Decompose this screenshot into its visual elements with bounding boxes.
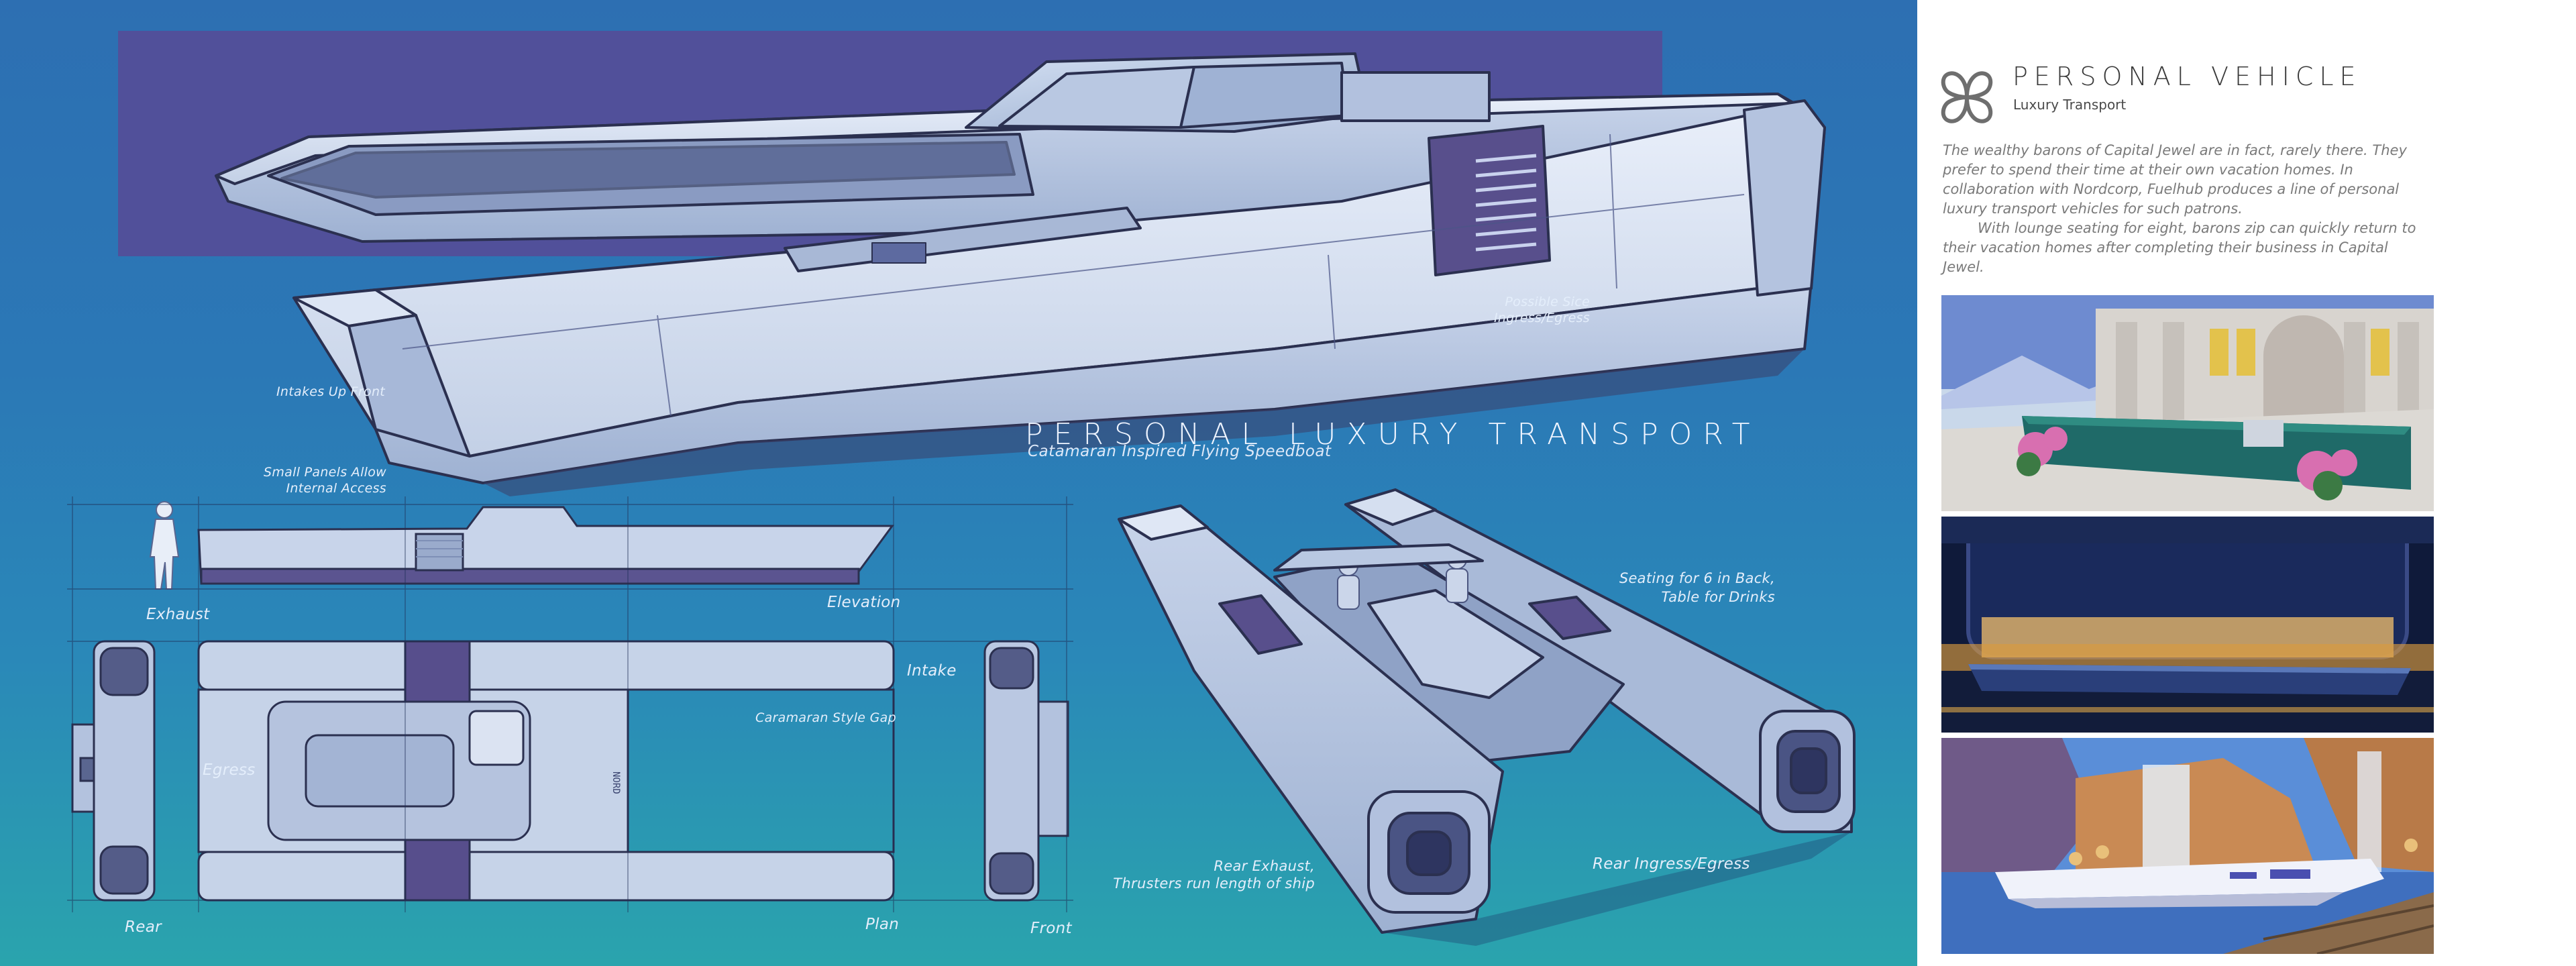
thumbnail-canyon-dock[interactable] xyxy=(1941,738,2434,954)
hull-marking: NORD xyxy=(610,771,621,794)
plan-view-drawing xyxy=(71,640,1069,902)
description-paragraph-2: With lounge seating for eight, barons zi… xyxy=(1943,220,2416,275)
callout-small-panels: Small Panels Allow Internal Access xyxy=(221,464,386,496)
callout-rear-exhaust-line2: Thrusters run length of ship xyxy=(1113,875,1315,892)
label-front: Front xyxy=(1030,920,1072,937)
callout-small-panels-line1: Small Panels Allow xyxy=(264,465,386,480)
description-paragraph-1: The wealthy barons of Capital Jewel are … xyxy=(1943,142,2407,217)
callout-small-panels-line2: Internal Access xyxy=(286,481,386,496)
label-exhaust: Exhaust xyxy=(146,606,210,623)
four-petal-emblem-icon xyxy=(1941,71,1993,123)
concept-art-illustration: NORD xyxy=(67,31,1856,946)
canyon-waterfall-dock-scene xyxy=(1941,738,2434,954)
concept-art-canvas: NORD xyxy=(0,0,1917,966)
callout-seating-line1: Seating for 6 in Back, xyxy=(1619,570,1775,586)
label-elevation: Elevation xyxy=(827,594,901,611)
panel-description: The wealthy barons of Capital Jewel are … xyxy=(1943,141,2432,277)
callout-rear-exhaust: Rear Exhaust, Thrusters run length of sh… xyxy=(1060,857,1315,892)
callout-seating: Seating for 6 in Back, Table for Drinks xyxy=(1543,569,1775,606)
panel-subtitle: Luxury Transport xyxy=(2013,97,2127,113)
callout-seating-line2: Table for Drinks xyxy=(1661,589,1775,605)
human-scale-figure xyxy=(149,501,180,590)
callout-side-ingress-line1: Possible Sice xyxy=(1505,294,1590,309)
rear-perspective-drawing xyxy=(1118,488,1856,934)
panel-title: PERSONAL VEHICLE xyxy=(2012,62,2362,91)
callout-side-ingress-line2: Ingress/Egress xyxy=(1494,311,1590,325)
label-egress: Egress xyxy=(203,761,256,779)
thumbnail-night-hangar[interactable] xyxy=(1941,517,2434,733)
elevation-view-drawing xyxy=(149,501,894,590)
label-plan: Plan xyxy=(865,916,900,933)
label-intake: Intake xyxy=(907,662,957,680)
callout-rear-exhaust-line1: Rear Exhaust, xyxy=(1214,858,1315,874)
callout-rear-ingress: Rear Ingress/Egress xyxy=(1593,855,1750,873)
callout-catamaran-gap: Caramaran Style Gap xyxy=(755,710,896,725)
info-panel: PERSONAL VEHICLE Luxury Transport The we… xyxy=(1917,0,2576,966)
night-hangar-scene xyxy=(1941,517,2434,733)
sheet-title: PERSONAL LUXURY TRANSPORT xyxy=(1025,417,1761,451)
hero-vehicle-drawing xyxy=(215,52,1826,496)
callout-intakes-up-front: Intakes Up Front xyxy=(276,384,386,399)
callout-side-ingress: Possible Sice Ingress/Egress xyxy=(1462,294,1590,326)
palace-courtyard-scene xyxy=(1941,295,2434,511)
label-rear: Rear xyxy=(125,918,162,936)
sheet-subtitle: Catamaran Inspired Flying Speedboat xyxy=(1028,443,1332,460)
thumbnail-palace-courtyard[interactable] xyxy=(1941,295,2434,511)
